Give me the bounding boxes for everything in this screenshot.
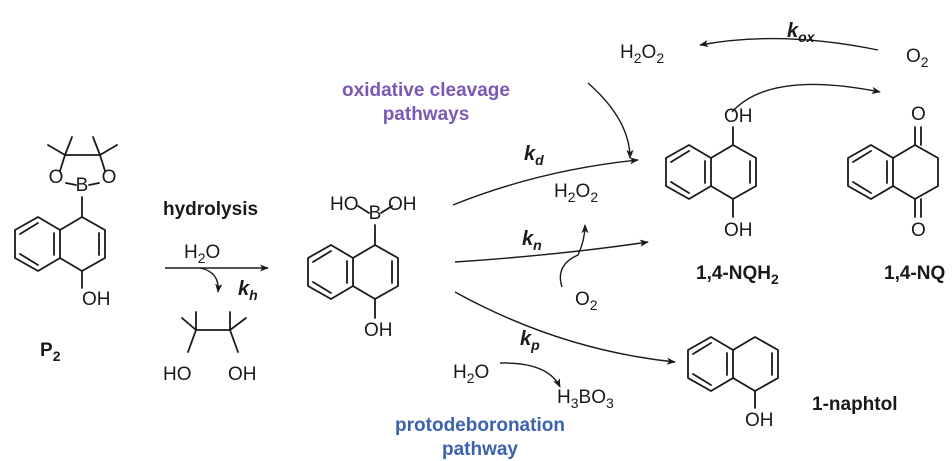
nq-structure: O O [847,104,939,241]
water-label: H2O [453,362,489,386]
kd-arrow [452,157,639,206]
compound-p2-structure: B O O OH [14,136,118,310]
o2-reduction-arrow [699,37,879,51]
compound-p2-label: P2 [40,340,61,364]
kp-arrow [454,291,676,365]
rate-constant-kn: kn [522,228,542,253]
nq-label: 1,4-NQ [884,263,945,284]
oxygen-atom-label: O [49,167,64,188]
oxidative-pathway-label: pathways [383,104,470,125]
boron-atom-label: B [76,175,89,196]
protodeboronation-pathway-label: protodeboronation [395,415,565,436]
kn-arrow [454,239,649,263]
pinacol-structure: HO OH [163,311,257,385]
hydrolysis-label: hydrolysis [163,199,258,220]
boric-acid-label: H3BO3 [557,387,614,411]
hydroxyl-label: OH [388,194,417,215]
oxidative-pathway-label: oxidative cleavage [342,80,510,101]
o2-to-h2o2-arrow [559,224,589,288]
hydroxyl-label: OH [745,410,774,431]
naphtol-structure: OH [687,336,779,431]
hydroxyl-label: OH [724,106,753,127]
water-reagent-label: H2O [184,242,220,266]
hydroxyl-label: HO [330,194,359,215]
h2o2-consumption-arrow [587,82,634,159]
kox-oxidation-arrow [731,83,881,113]
naphtol-label: 1-naphtol [812,394,898,415]
rate-constant-kox: kox [787,20,816,45]
rate-constant-kd: kd [524,143,544,168]
p2-label: P2 [40,340,61,364]
h2o2-label: H2O2 [620,42,664,66]
protodeboronation-pathway-label: pathway [442,439,518,460]
hydroxyl-label: OH [82,289,111,310]
nqh2-structure: OH OH [665,106,757,241]
hydroxyl-label: HO [163,364,192,385]
h2o2-label: H2O2 [554,181,598,205]
o2-label: O2 [906,46,929,70]
hydroxyl-label: OH [364,320,393,341]
rate-constant-kp: kp [520,328,540,353]
rate-constant-kh: kh [238,278,258,303]
pinacol-release-arrow [199,267,223,293]
oxygen-atom-label: O [102,167,117,188]
hydroxyl-label: OH [228,364,257,385]
boron-atom-label: B [369,203,382,224]
o2-label: O2 [575,289,598,313]
boric-acid-release-arrow [499,362,561,388]
hydroxyl-label: OH [724,220,753,241]
nqh2-label: 1,4-NQH2 [696,263,779,287]
carbonyl-oxygen-label: O [911,104,926,125]
boronic-acid-structure: B HO OH OH [307,194,417,341]
carbonyl-oxygen-label: O [911,220,926,241]
